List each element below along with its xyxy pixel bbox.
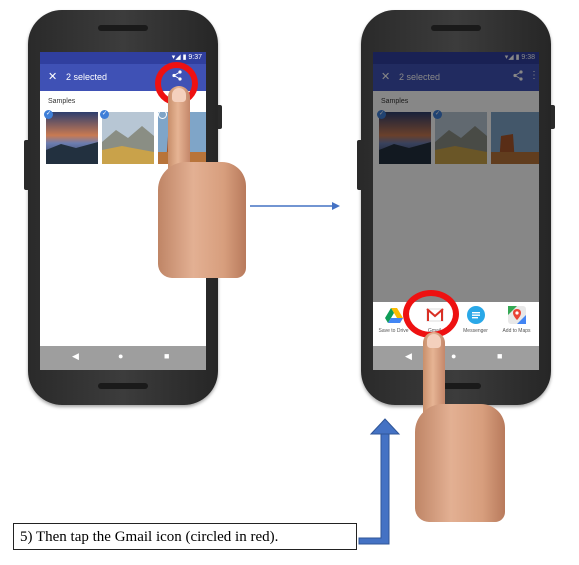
maps-icon — [507, 306, 526, 324]
earpiece — [98, 25, 148, 31]
power-button — [551, 105, 555, 129]
bottom-speaker — [431, 383, 481, 389]
share-target-maps[interactable]: Add to Maps — [496, 306, 537, 334]
volume-button — [24, 140, 28, 190]
share-target-label: Add to Maps — [502, 328, 531, 334]
left-hand — [158, 86, 248, 278]
app-bar: ✕ 2 selected ⋮ — [373, 64, 539, 91]
section-label: Samples — [48, 98, 76, 105]
palm — [415, 404, 505, 522]
photo-sunset[interactable] — [379, 112, 431, 164]
recents-icon[interactable]: ■ — [497, 351, 503, 361]
fingernail — [427, 334, 441, 348]
arrow-up — [358, 418, 401, 545]
right-hand — [415, 332, 507, 522]
messenger-icon — [466, 306, 485, 324]
share-target-messenger[interactable]: Messenger — [455, 306, 496, 334]
close-icon[interactable]: ✕ — [48, 71, 58, 83]
palm — [158, 162, 246, 278]
selected-count: 2 selected — [399, 72, 441, 82]
selected-check-icon: ✓ — [44, 110, 53, 119]
nav-bar: ◀ ● ■ — [373, 346, 539, 370]
back-icon[interactable]: ◀ — [72, 351, 79, 361]
fingernail — [172, 88, 186, 102]
unselected-check-icon — [158, 110, 167, 119]
arrow-right — [250, 202, 340, 210]
close-icon[interactable]: ✕ — [381, 71, 391, 83]
dim-overlay — [373, 52, 539, 314]
more-icon[interactable]: ⋮ — [529, 70, 539, 81]
home-icon[interactable]: ● — [118, 351, 124, 361]
recents-icon[interactable]: ■ — [164, 351, 170, 361]
highlight-ring-gmail — [403, 290, 459, 338]
selected-check-icon: ✓ — [377, 110, 386, 119]
section-label: Samples — [381, 98, 409, 105]
selected-count: 2 selected — [66, 72, 108, 82]
back-icon[interactable]: ◀ — [405, 351, 412, 361]
photo-mountains[interactable] — [102, 112, 154, 164]
selected-check-icon: ✓ — [100, 110, 109, 119]
status-time: 9:37 — [188, 54, 202, 61]
share-target-drive[interactable]: Save to Drive — [373, 306, 414, 334]
bottom-speaker — [98, 383, 148, 389]
drive-icon — [384, 306, 403, 324]
home-icon[interactable]: ● — [451, 351, 457, 361]
nav-bar: ◀ ● ■ — [40, 346, 206, 370]
share-target-label: Save to Drive — [378, 328, 409, 334]
status-time: 9:38 — [521, 54, 535, 61]
share-icon[interactable] — [513, 70, 523, 84]
volume-button — [357, 140, 361, 190]
power-button — [218, 105, 222, 129]
earpiece — [431, 25, 481, 31]
photo-sunset[interactable] — [46, 112, 98, 164]
selected-check-icon: ✓ — [433, 110, 442, 119]
photo-monument-valley[interactable] — [491, 112, 539, 164]
right-phone: ▾◢ ▮ 9:38 ✕ 2 selected ⋮ Samples ✓ ✓ — [357, 10, 555, 405]
share-target-label: Messenger — [463, 328, 488, 334]
status-bar: ▾◢ ▮ 9:38 — [373, 52, 539, 64]
instruction-caption: 5) Then tap the Gmail icon (circled in r… — [13, 523, 357, 550]
photo-mountains[interactable] — [435, 112, 487, 164]
status-bar: ▾◢ ▮ 9:37 — [40, 52, 206, 64]
